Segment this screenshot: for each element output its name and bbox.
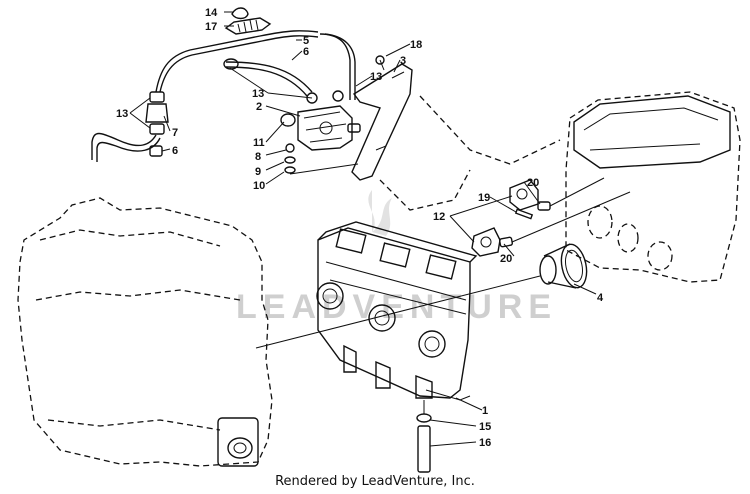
callout-13-middle: 13 <box>252 88 264 100</box>
drain-hose <box>416 400 432 473</box>
callout-13-left: 13 <box>116 108 128 120</box>
sensor-assembly <box>471 177 631 257</box>
leader-lines <box>129 11 597 447</box>
fuel-pump <box>280 90 361 174</box>
callout-3: 3 <box>400 55 406 67</box>
callout-12: 12 <box>433 211 445 223</box>
callout-5: 5 <box>303 35 309 47</box>
callout-20-lower: 20 <box>500 253 512 265</box>
callout-1: 1 <box>482 405 488 417</box>
airbox-outline <box>379 91 741 283</box>
callout-labels: 1 2 3 4 5 6 6 7 8 9 10 11 12 13 13 13 14… <box>116 7 604 449</box>
footer-credit: Rendered by LeadVenture, Inc. <box>275 474 475 489</box>
callout-18: 18 <box>410 39 422 51</box>
callout-13-right: 13 <box>370 71 382 83</box>
callout-11: 11 <box>253 137 265 149</box>
callout-20-upper: 20 <box>527 177 539 189</box>
callout-4: 4 <box>597 292 604 304</box>
fuel-lines <box>91 7 356 162</box>
callout-6-lower: 6 <box>172 145 178 157</box>
watermark-text: LEADVENTURE <box>236 288 557 326</box>
callout-19: 19 <box>478 192 490 204</box>
callout-16: 16 <box>479 437 491 449</box>
callout-6-upper: 6 <box>303 46 309 58</box>
mounting-bracket <box>351 55 413 181</box>
callout-9: 9 <box>255 166 261 178</box>
engine-outline <box>17 197 273 467</box>
intake-boot <box>539 243 588 289</box>
watermark: LEADVENTURE <box>236 190 557 326</box>
callout-8: 8 <box>255 151 261 163</box>
callout-17: 17 <box>205 21 217 33</box>
callout-2: 2 <box>256 101 262 113</box>
callout-10: 10 <box>253 180 265 192</box>
alignment-lines <box>255 163 541 349</box>
callout-14: 14 <box>205 7 218 19</box>
callout-15: 15 <box>479 421 491 433</box>
callout-7: 7 <box>172 127 178 139</box>
